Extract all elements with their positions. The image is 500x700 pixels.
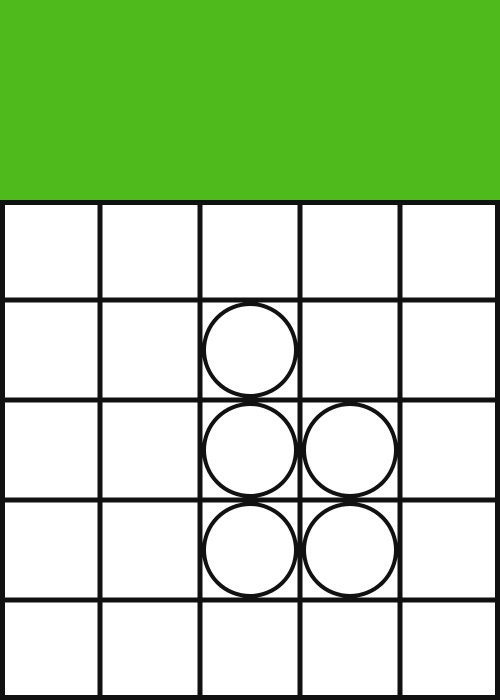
board-cell-r1-c0[interactable] bbox=[0, 300, 100, 400]
game-piece-r2-c3[interactable] bbox=[302, 402, 398, 498]
game-board[interactable] bbox=[0, 200, 500, 700]
game-piece-r3-c3[interactable] bbox=[302, 502, 398, 598]
board-cell-r4-c4[interactable] bbox=[400, 600, 500, 700]
board-cell-r3-c4[interactable] bbox=[400, 500, 500, 600]
board-cell-r1-c4[interactable] bbox=[400, 300, 500, 400]
board-cell-r0-c1[interactable] bbox=[100, 200, 200, 300]
header-bar bbox=[0, 0, 500, 200]
board-cell-r0-c3[interactable] bbox=[300, 200, 400, 300]
board-cell-r4-c0[interactable] bbox=[0, 600, 100, 700]
board-cell-r3-c0[interactable] bbox=[0, 500, 100, 600]
board-cell-r2-c1[interactable] bbox=[100, 400, 200, 500]
board-cell-r4-c3[interactable] bbox=[300, 600, 400, 700]
board-cell-r4-c2[interactable] bbox=[200, 600, 300, 700]
board-cell-r0-c0[interactable] bbox=[0, 200, 100, 300]
board-grid[interactable] bbox=[0, 200, 500, 700]
game-piece-r1-c2[interactable] bbox=[202, 302, 298, 398]
board-cell-r1-c3[interactable] bbox=[300, 300, 400, 400]
board-cell-r4-c1[interactable] bbox=[100, 600, 200, 700]
board-cell-r0-c4[interactable] bbox=[400, 200, 500, 300]
board-cell-r2-c4[interactable] bbox=[400, 400, 500, 500]
game-piece-r3-c2[interactable] bbox=[202, 502, 298, 598]
game-piece-r2-c2[interactable] bbox=[202, 402, 298, 498]
board-cell-r3-c1[interactable] bbox=[100, 500, 200, 600]
board-cell-r0-c2[interactable] bbox=[200, 200, 300, 300]
board-cell-r2-c0[interactable] bbox=[0, 400, 100, 500]
board-cell-r1-c1[interactable] bbox=[100, 300, 200, 400]
